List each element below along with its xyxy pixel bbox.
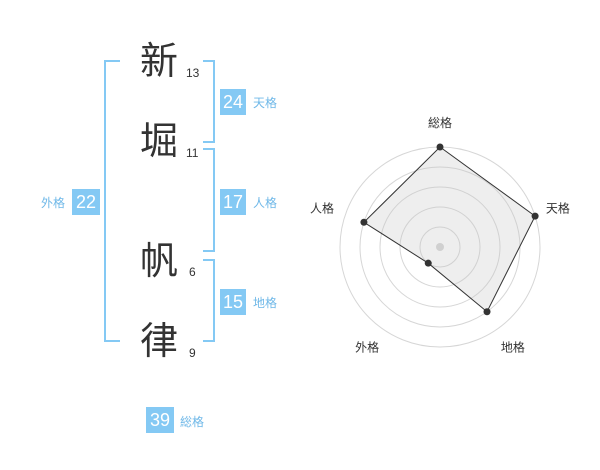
radar-center-dot: [436, 243, 444, 251]
tenkaku-value-badge: 24: [220, 89, 246, 115]
stroke-count-2: 11: [186, 146, 199, 160]
radar-ring-2: [399, 206, 481, 288]
radar-axis-label-1: 総格: [428, 115, 452, 130]
name-char-4: 律: [140, 319, 179, 363]
radar-axis-label-2: 天格: [546, 201, 570, 216]
radar-axis-label-3: 地格: [501, 339, 525, 354]
jinkaku-value-badge: 17: [220, 189, 246, 215]
radar-polygon: [363, 146, 536, 313]
radar-axis-label-4: 外格: [355, 339, 379, 354]
radar-point-1: [436, 143, 444, 151]
stroke-count-4: 9: [189, 346, 196, 360]
gaikaku-label: 外格: [41, 196, 66, 210]
name-char-1: 新: [140, 39, 179, 83]
radar-point-5: [360, 218, 368, 226]
soukaku-value-badge: 39: [146, 407, 174, 433]
name-char-2: 堀: [140, 119, 179, 163]
soukaku-label: 総格: [180, 415, 205, 429]
radar-ring-3: [379, 186, 501, 308]
gaikaku-bracket: [104, 60, 120, 342]
tenkaku-label: 天格: [253, 96, 278, 110]
chikaku-value-badge: 15: [220, 289, 246, 315]
stroke-count-1: 13: [186, 66, 200, 80]
tenkaku-bracket: [203, 60, 215, 143]
radar-axis-label-5: 人格: [310, 201, 334, 216]
radar-point-2: [531, 212, 539, 220]
jinkaku-label: 人格: [253, 196, 278, 210]
chikaku-bracket: [203, 259, 215, 342]
stroke-count-3: 6: [189, 265, 196, 279]
radar-point-4: [424, 259, 432, 267]
name-char-3: 帆: [140, 239, 179, 283]
gaikaku-value-badge: 22: [72, 189, 100, 215]
chikaku-label: 地格: [253, 296, 278, 310]
radar-point-3: [483, 308, 491, 316]
jinkaku-bracket: [203, 148, 215, 252]
radar-ring-1: [419, 226, 461, 268]
